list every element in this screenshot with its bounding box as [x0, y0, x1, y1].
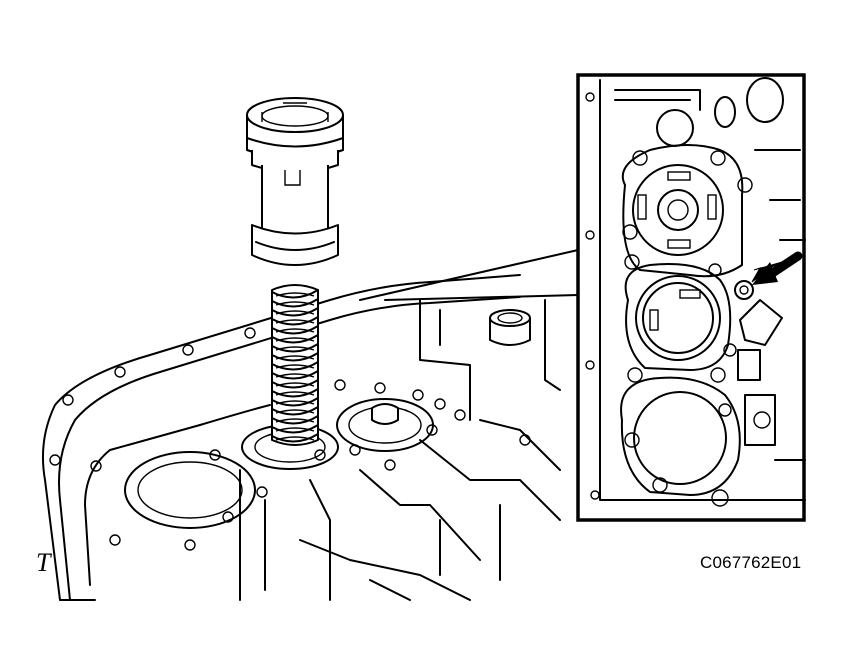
spring-coil: [271, 298, 319, 308]
spring-coil: [271, 370, 319, 380]
spring-coil-back: [275, 400, 315, 405]
spring-coil: [271, 325, 319, 335]
accumulator-spring: [271, 284, 319, 446]
spring-coil-back: [275, 346, 315, 351]
spring-coil: [271, 406, 319, 416]
spring-coil: [271, 343, 319, 353]
spring-coil-back: [275, 391, 315, 396]
accumulator-piston: [246, 97, 344, 266]
spring-coil: [271, 424, 319, 434]
spring-coil-back: [275, 337, 315, 342]
spring-coil-back: [275, 427, 315, 432]
arrow-icon: [751, 251, 803, 285]
spring-coil-back: [275, 364, 315, 369]
spring-coil-back: [275, 310, 315, 315]
spring-coil: [271, 397, 319, 407]
spring-coil-back: [275, 436, 315, 441]
spring-coil: [271, 379, 319, 389]
spring-coil: [271, 352, 319, 362]
spring-coil: [271, 388, 319, 398]
spring-coil-back: [275, 418, 315, 423]
transmission-case: [42, 274, 561, 601]
spring-coil-back: [275, 328, 315, 333]
spring-coil: [271, 361, 319, 371]
figure-code: C067762E01: [700, 553, 802, 572]
spring-coil-back: [275, 382, 315, 387]
spring-coil: [271, 289, 319, 299]
spring-coil-back: [275, 409, 315, 414]
spring-coil: [271, 307, 319, 317]
spring-coil-back: [275, 373, 315, 378]
spring-coil: [271, 334, 319, 344]
spring-coil: [271, 316, 319, 326]
spring-coil: [271, 433, 319, 443]
corner-mark: T: [36, 548, 51, 577]
spring-coil-back: [275, 355, 315, 360]
spring-coil-back: [275, 292, 315, 297]
spring-coil: [271, 415, 319, 425]
spring-coil-back: [275, 301, 315, 306]
detail-callout: [359, 73, 806, 522]
spring-coil-back: [275, 319, 315, 324]
